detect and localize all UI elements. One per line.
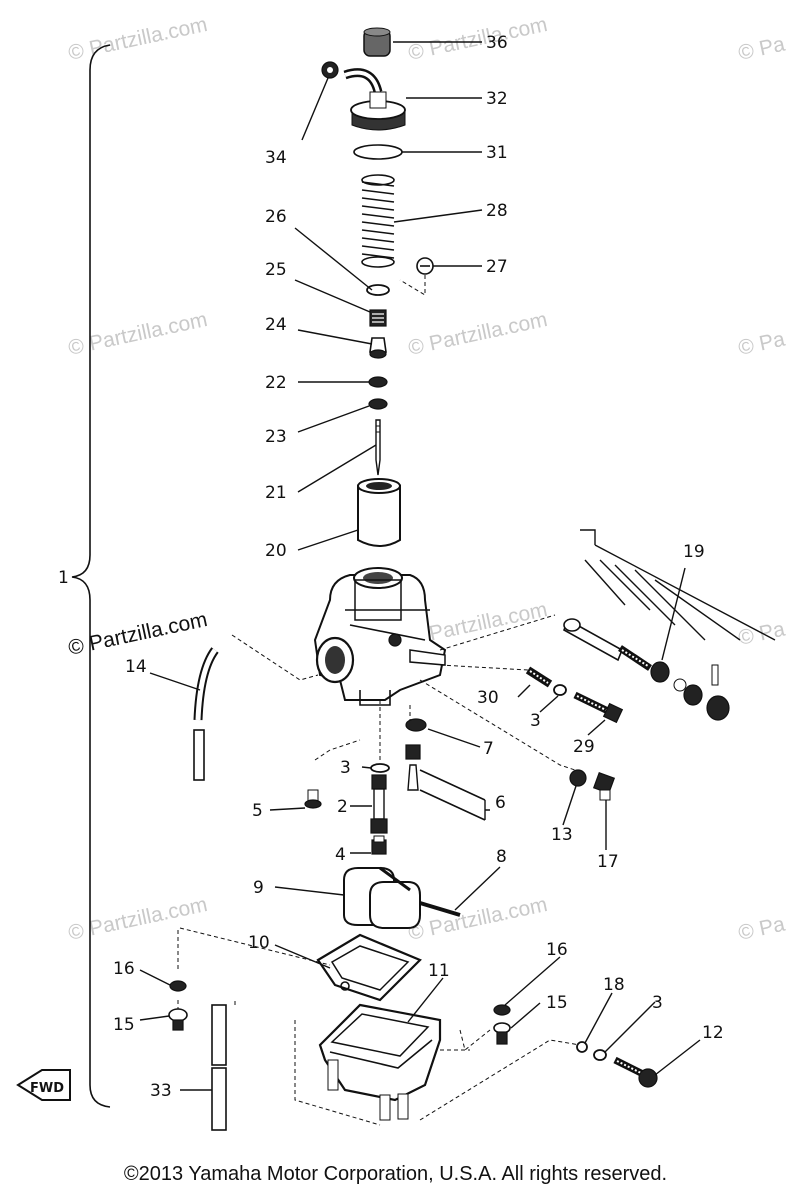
part-28-spring [361, 174, 395, 268]
fwd-arrow-icon: FWD [16, 1069, 71, 1101]
part-label: 19 [683, 542, 705, 562]
part-12-drain-screw [613, 1056, 658, 1088]
part-3-washer [553, 684, 567, 696]
part-label: 17 [597, 852, 619, 872]
part-16-washer [493, 1004, 511, 1016]
part-label: 6 [495, 793, 506, 813]
watermark: © Partzilla.com [406, 13, 549, 65]
part-31-o-ring [353, 144, 403, 160]
part-7-washer [405, 718, 427, 732]
part-22-washer [368, 376, 388, 388]
part-labels: 36 32 34 31 28 26 27 25 24 22 23 21 20 1… [113, 33, 724, 1101]
part-24-retainer [369, 337, 387, 359]
part-label: 2 [337, 797, 348, 817]
part-6-pilot-jet [405, 744, 486, 821]
part-10-gasket [316, 933, 422, 1002]
part-label: 5 [252, 801, 263, 821]
part-label: 14 [125, 657, 147, 677]
part-15-screw [168, 1008, 188, 1031]
watermarks: © Partzilla.com © Partzilla.com © Pa © P… [66, 13, 787, 945]
part-33-drain-tube [211, 1004, 227, 1131]
part-20-throttle-valve [357, 478, 401, 547]
part-26-washer [366, 284, 390, 296]
part-label: 29 [573, 737, 595, 757]
watermark: © Partzilla.com [66, 893, 209, 945]
part-label: 3 [652, 993, 663, 1013]
part-27-screw [399, 257, 434, 296]
part-34-nut [321, 61, 339, 79]
part-label: 15 [546, 993, 568, 1013]
part-23-clip [368, 398, 388, 410]
part-label: 33 [150, 1081, 172, 1101]
watermark: © Partzilla.com [406, 893, 549, 945]
part-label: 20 [265, 541, 287, 561]
watermark: © Pa [736, 328, 787, 360]
part-16-washer [169, 980, 187, 992]
part-36-cap [363, 27, 391, 57]
watermark: © Partzilla.com [406, 308, 549, 360]
watermark: © Partzilla.com [66, 13, 209, 65]
copyright-notice: ©2013 Yamaha Motor Corporation, U.S.A. A… [123, 1163, 668, 1185]
part-label: 31 [486, 143, 508, 163]
part-14-overflow-tube [193, 634, 319, 781]
part-label: 7 [483, 739, 494, 759]
part-label: 32 [486, 89, 508, 109]
part-label: 36 [486, 33, 508, 53]
part-label: 10 [248, 933, 270, 953]
part-label: 18 [603, 975, 625, 995]
watermark: © Pa [736, 913, 787, 945]
assembly-label: 1 [58, 568, 69, 588]
part-19-pilot-screw-set [562, 529, 776, 721]
part-15-screw [493, 1022, 511, 1045]
part-32-top-cap [343, 68, 406, 131]
watermark-main: © Partzilla.com [66, 608, 209, 660]
part-label: 3 [530, 711, 541, 731]
part-label: 12 [702, 1023, 724, 1043]
part-label: 22 [265, 373, 287, 393]
part-label: 30 [477, 688, 499, 708]
part-8-float-pin [419, 901, 461, 917]
part-30-spring [525, 666, 553, 688]
part-11-float-bowl [318, 1003, 442, 1121]
part-13-washer [569, 769, 587, 787]
part-label: 3 [340, 758, 351, 778]
part-2-needle-jet [370, 774, 388, 834]
part-label: 25 [265, 260, 287, 280]
part-label: 26 [265, 207, 287, 227]
part-21-jet-needle [375, 419, 381, 476]
part-label: 28 [486, 201, 508, 221]
part-label: 24 [265, 315, 287, 335]
part-18-o-ring [576, 1041, 588, 1053]
part-label: 8 [496, 847, 507, 867]
part-label: 9 [253, 878, 264, 898]
part-4-main-jet [371, 835, 387, 855]
part-label: 27 [486, 257, 508, 277]
part-label: 4 [335, 845, 346, 865]
part-label: 23 [265, 427, 287, 447]
part-3-washer [593, 1049, 607, 1061]
part-label: 15 [113, 1015, 135, 1035]
part-5-screw [304, 789, 322, 809]
part-3-washer [370, 763, 390, 773]
part-25-clip [369, 309, 387, 327]
carburetor-exploded-diagram: © Partzilla.com © Partzilla.com © Pa © P… [16, 13, 787, 1131]
part-label: 34 [265, 148, 287, 168]
leader-lines [139, 41, 701, 1091]
fwd-label: FWD [30, 1081, 64, 1096]
part-label: 16 [546, 940, 568, 960]
part-9-float [343, 866, 421, 929]
part-label: 11 [428, 961, 450, 981]
part-label: 21 [265, 483, 287, 503]
assembly-bracket: 1 [58, 44, 111, 1108]
watermark: © Pa [736, 33, 787, 65]
part-17-plug [592, 771, 616, 801]
part-29-idle-screw [573, 691, 624, 724]
part-label: 13 [551, 825, 573, 845]
part-label: 16 [113, 959, 135, 979]
carburetor-body [313, 567, 447, 706]
watermark: © Partzilla.com [66, 308, 209, 360]
